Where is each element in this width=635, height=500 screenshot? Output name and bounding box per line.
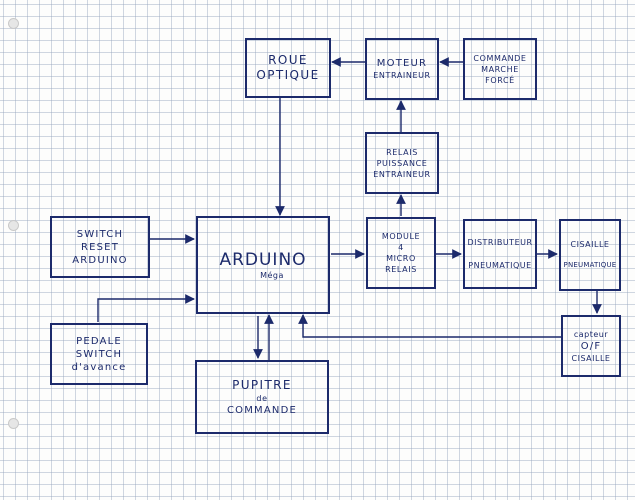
block-module-relais: MODULE 4 MICRO RELAIS bbox=[366, 217, 436, 289]
block-label: MODULE bbox=[381, 232, 421, 241]
block-label: O/F bbox=[580, 340, 602, 352]
block-label: PNEUMATIQUE bbox=[563, 261, 617, 269]
block-label: ROUE bbox=[268, 53, 308, 67]
block-cisaille: CISAILLE PNEUMATIQUE bbox=[559, 219, 621, 291]
binder-hole bbox=[8, 220, 19, 231]
block-label: 4 bbox=[398, 243, 404, 252]
binder-hole bbox=[8, 418, 19, 429]
block-label: PEDALE bbox=[76, 335, 122, 347]
block-capteur: capteur O/F CISAILLE bbox=[561, 315, 621, 377]
block-label: ENTRAINEUR bbox=[373, 169, 431, 179]
block-label: COMMANDE bbox=[473, 53, 527, 63]
block-label: RELAIS bbox=[386, 147, 418, 157]
block-roue-optique: ROUE OPTIQUE bbox=[245, 38, 331, 98]
block-label: DISTRIBUTEUR bbox=[467, 238, 533, 247]
block-pedale: PEDALE SWITCH d'avance bbox=[50, 323, 148, 385]
block-label: SWITCH bbox=[76, 228, 124, 240]
arrow-capteur-to-arduino bbox=[298, 314, 561, 338]
block-label: MOTEUR bbox=[376, 58, 428, 69]
block-label: MARCHE bbox=[481, 64, 519, 74]
block-label: capteur bbox=[573, 329, 609, 339]
block-label: ARDUINO bbox=[72, 254, 128, 266]
binder-holes bbox=[0, 0, 22, 500]
block-label: FORCÉ bbox=[485, 75, 515, 85]
block-label: COMMANDE bbox=[226, 404, 298, 416]
block-label: de bbox=[256, 393, 268, 403]
binder-hole bbox=[8, 18, 19, 29]
block-distributeur: DISTRIBUTEUR PNEUMATIQUE bbox=[463, 219, 537, 289]
block-pupitre: PUPITRE de COMMANDE bbox=[195, 360, 329, 434]
block-commande-marche-force: COMMANDE MARCHE FORCÉ bbox=[463, 38, 537, 100]
arrow-pedale-to-arduino bbox=[97, 294, 195, 322]
block-label: MICRO bbox=[386, 254, 416, 263]
block-label: Méga bbox=[260, 270, 284, 280]
block-label: RELAIS bbox=[385, 265, 417, 274]
block-label: PUPITRE bbox=[232, 377, 292, 392]
block-moteur-entraineur: MOTEUR ENTRAINEUR bbox=[365, 38, 439, 100]
block-label: PNEUMATIQUE bbox=[468, 261, 532, 270]
block-label: d'avance bbox=[71, 361, 127, 373]
block-label: OPTIQUE bbox=[256, 68, 320, 82]
block-label: ENTRAINEUR bbox=[373, 71, 431, 80]
block-label: RESET bbox=[80, 241, 120, 253]
block-switch-reset: SWITCH RESET ARDUINO bbox=[50, 216, 150, 278]
block-label: ARDUINO bbox=[219, 249, 307, 270]
block-relais-puissance: RELAIS PUISSANCE ENTRAINEUR bbox=[365, 132, 439, 194]
block-label: CISAILLE bbox=[570, 240, 610, 249]
block-label: CISAILLE bbox=[571, 353, 611, 363]
block-label: PUISSANCE bbox=[376, 158, 428, 168]
block-arduino-mega: ARDUINO Méga bbox=[196, 216, 330, 314]
block-label: SWITCH bbox=[75, 348, 123, 360]
